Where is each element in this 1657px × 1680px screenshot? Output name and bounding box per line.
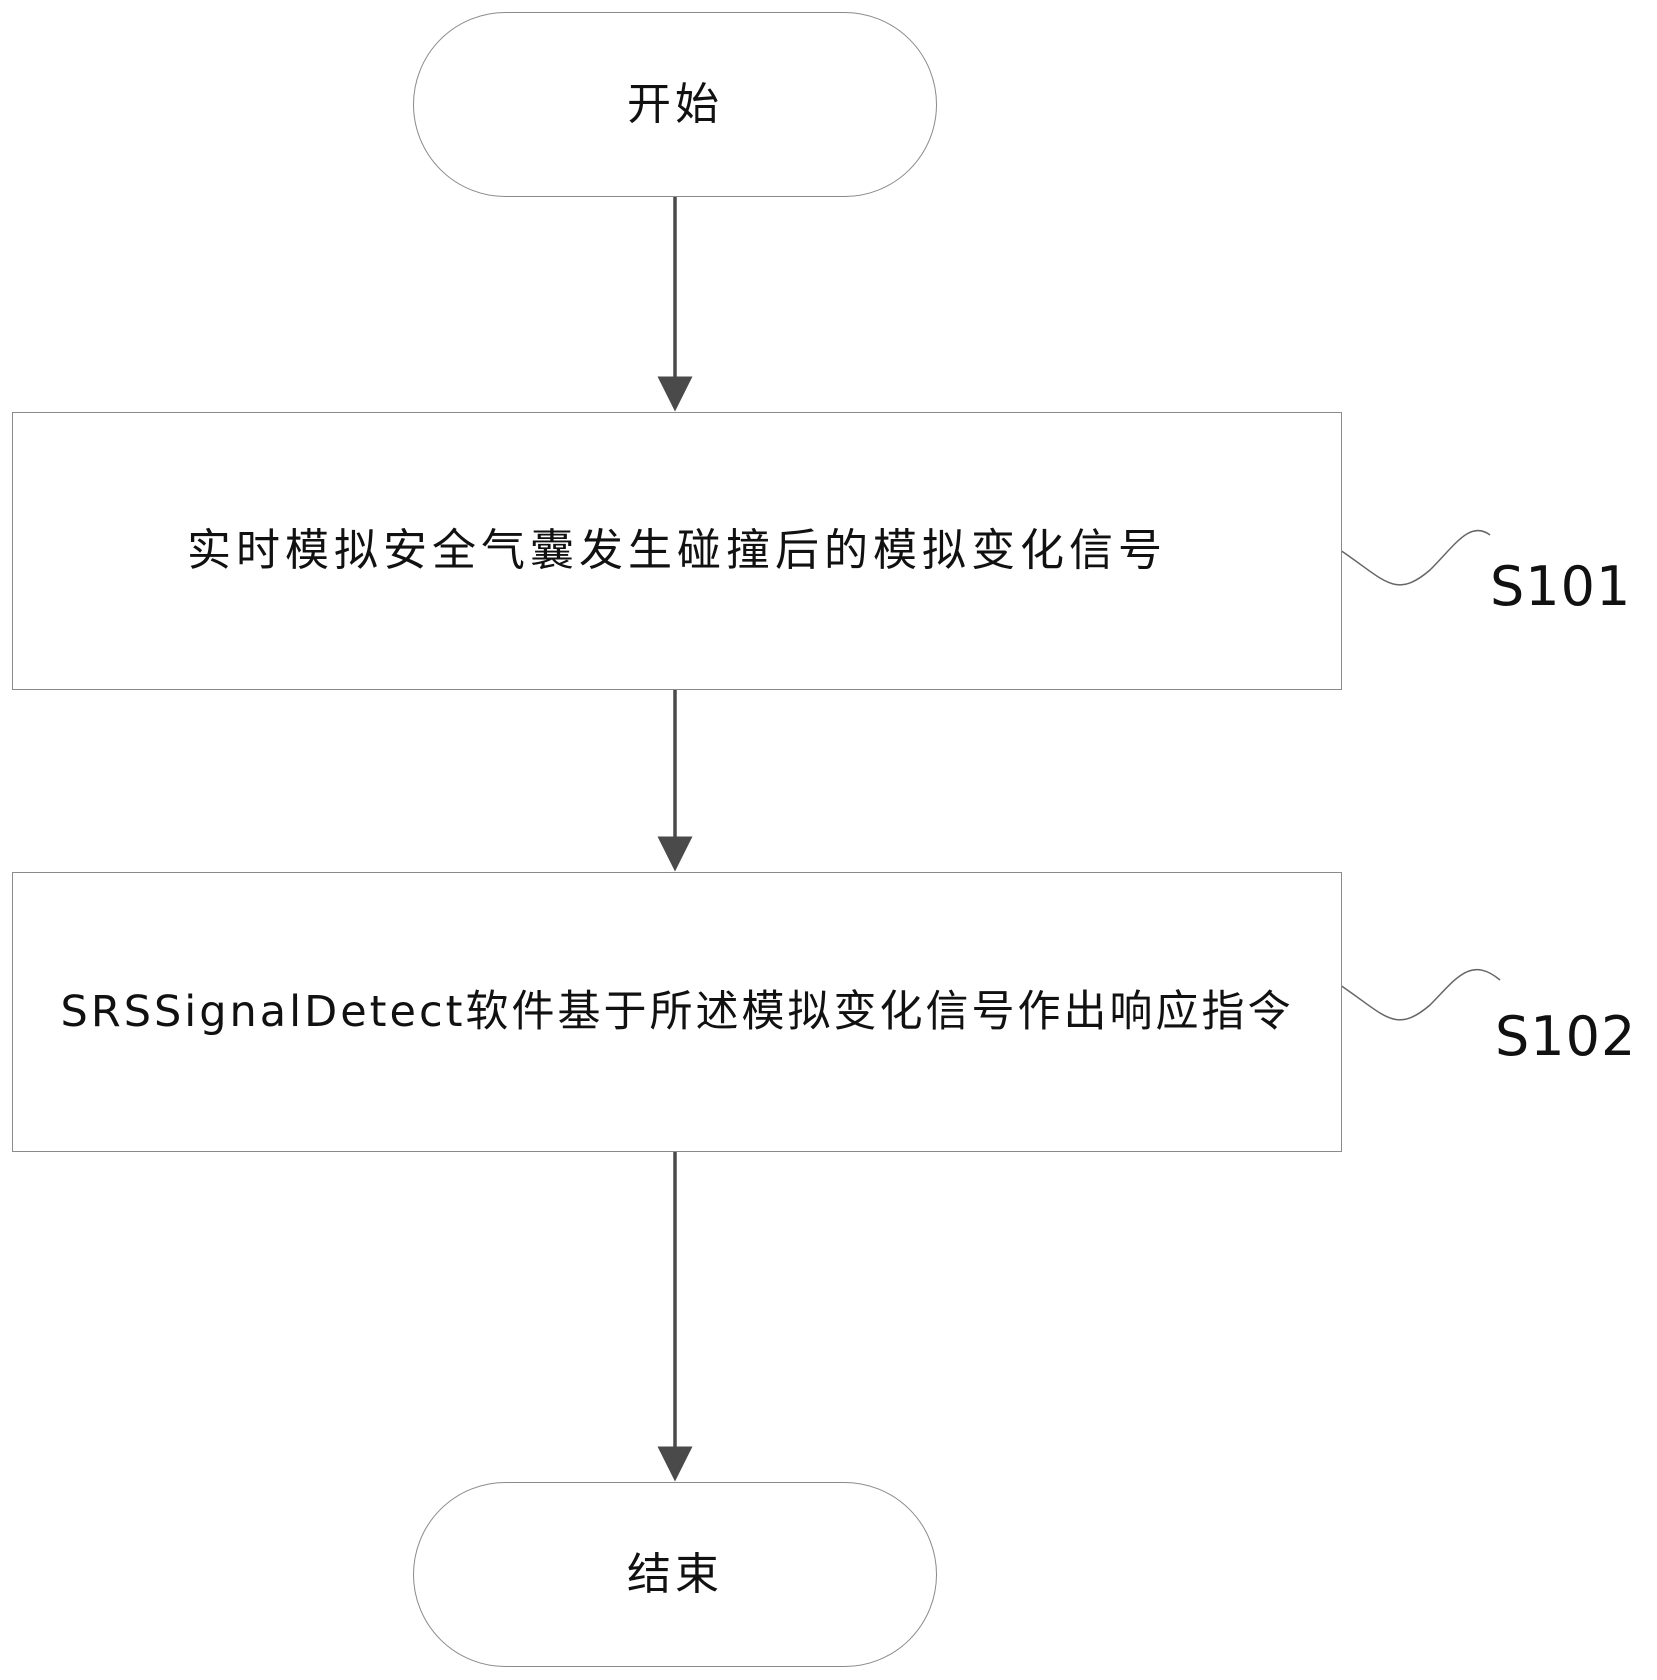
step-id-s101: S101 xyxy=(1490,555,1632,618)
start-label: 开始 xyxy=(627,78,723,130)
process-step-s101: 实时模拟安全气囊发生碰撞后的模拟变化信号 xyxy=(12,412,1342,690)
end-terminal: 结束 xyxy=(413,1482,937,1667)
s101-leader-line xyxy=(1339,529,1491,586)
s102-leader-line xyxy=(1339,968,1501,1021)
process-step-s102: SRSSignalDetect软件基于所述模拟变化信号作出响应指令 xyxy=(12,872,1342,1152)
end-label: 结束 xyxy=(627,1548,723,1600)
s102-text: SRSSignalDetect软件基于所述模拟变化信号作出响应指令 xyxy=(60,986,1294,1037)
s101-text: 实时模拟安全气囊发生碰撞后的模拟变化信号 xyxy=(187,525,1167,576)
step-id-s102: S102 xyxy=(1495,1005,1637,1068)
start-terminal: 开始 xyxy=(413,12,937,197)
